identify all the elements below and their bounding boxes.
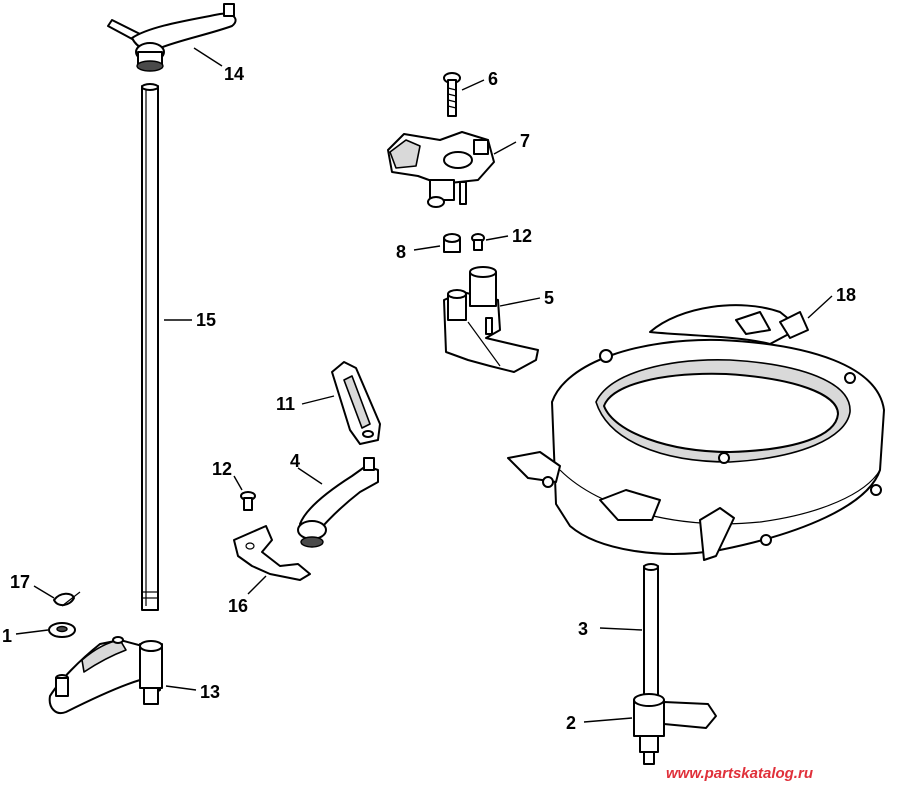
part-12-screw-lower xyxy=(240,491,256,511)
label-16: 16 xyxy=(228,596,248,616)
callout-numbers: 14 6 7 8 12 5 18 15 11 4 12 16 17 1 13 3… xyxy=(2,64,856,733)
part-8-bushing xyxy=(443,233,461,253)
leader-12a xyxy=(485,235,509,241)
label-12-lower: 12 xyxy=(212,459,232,479)
leader-13 xyxy=(165,685,197,691)
watermark-text: www.partskatalog.ru xyxy=(666,765,813,782)
label-12-upper: 12 xyxy=(512,226,532,246)
part-16-plate xyxy=(233,525,311,581)
part-5-bracket xyxy=(443,266,539,373)
leader-6 xyxy=(461,79,485,91)
label-11: 11 xyxy=(276,394,295,414)
part-17-clip xyxy=(53,591,81,607)
leader-1 xyxy=(15,629,49,635)
label-4: 4 xyxy=(290,451,300,471)
part-2-lower-arm xyxy=(633,693,717,765)
label-18: 18 xyxy=(836,285,856,305)
label-6: 6 xyxy=(488,69,498,89)
part-18-cover xyxy=(507,304,885,561)
label-3: 3 xyxy=(578,619,588,639)
part-15-rod xyxy=(141,83,159,611)
leader-2 xyxy=(583,717,633,723)
part-6-screw xyxy=(443,72,461,117)
label-5: 5 xyxy=(544,288,554,308)
leader-18 xyxy=(807,295,833,319)
leader-3 xyxy=(599,627,643,631)
leader-16 xyxy=(247,575,267,595)
part-11-link xyxy=(331,361,381,445)
leader-5 xyxy=(499,297,541,307)
part-1-washer xyxy=(48,622,76,638)
part-12-screw-upper xyxy=(471,233,485,251)
leader-12b xyxy=(233,475,243,491)
label-8: 8 xyxy=(396,242,406,262)
leader-4 xyxy=(297,467,323,485)
leader-7 xyxy=(493,141,517,155)
part-4-arm xyxy=(297,457,379,548)
leader-11 xyxy=(301,395,335,405)
label-15: 15 xyxy=(196,310,216,330)
label-7: 7 xyxy=(520,131,530,151)
leader-lines xyxy=(15,47,833,723)
label-13: 13 xyxy=(200,682,220,702)
leader-17 xyxy=(33,585,55,599)
label-2: 2 xyxy=(566,713,576,733)
label-14: 14 xyxy=(224,64,244,84)
part-14-top-lever xyxy=(107,3,237,72)
label-1: 1 xyxy=(2,626,12,646)
part-3-shaft xyxy=(643,563,659,699)
label-17: 17 xyxy=(10,572,30,592)
leader-14 xyxy=(193,47,223,67)
leader-8 xyxy=(413,245,441,251)
part-13-lower-lever xyxy=(48,636,163,714)
part-7-sensor xyxy=(387,131,495,208)
